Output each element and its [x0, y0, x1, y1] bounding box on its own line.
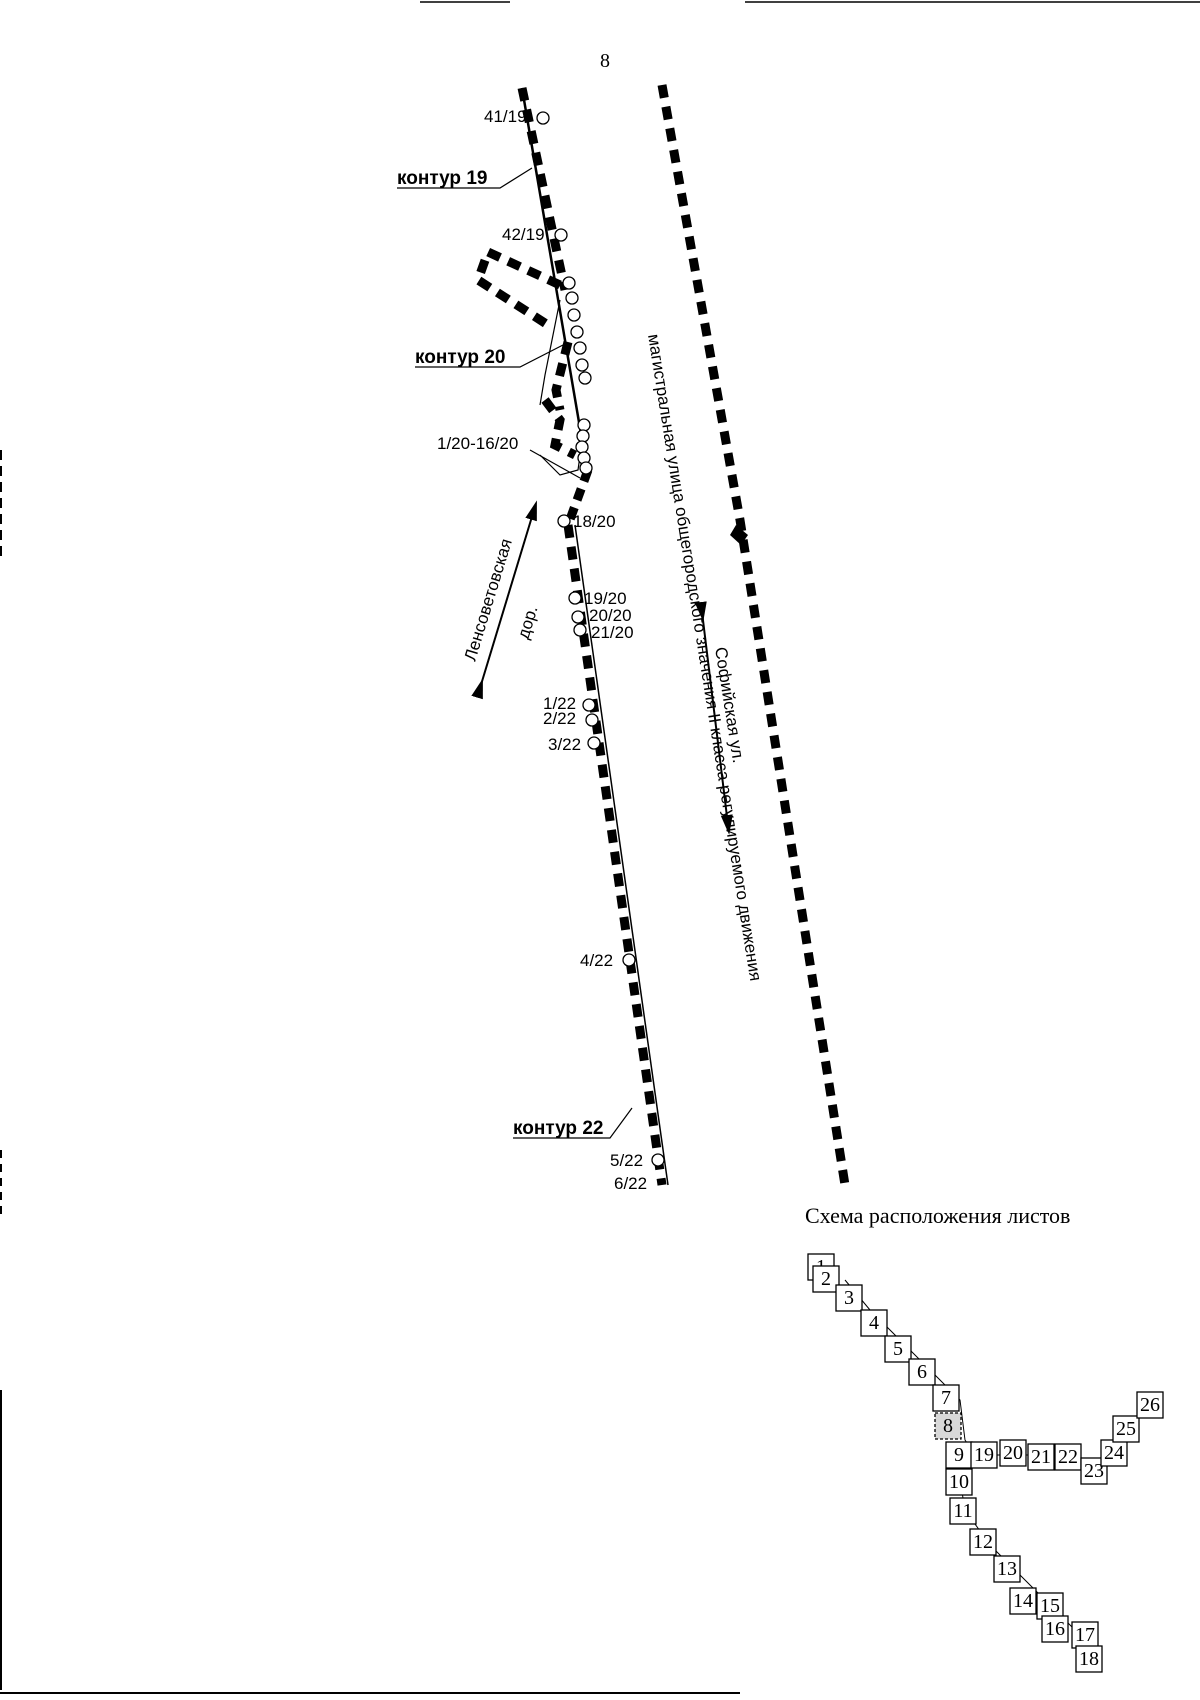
sheet-box-label: 20	[1003, 1442, 1023, 1464]
sheet-box: 18	[1075, 1645, 1103, 1673]
street-labels: Ленсоветовская дор. Софийская ул. магист…	[461, 333, 766, 983]
sheet-box-label: 7	[941, 1387, 951, 1409]
contour-label-19: контур 19	[397, 168, 487, 189]
road-boundary-right	[657, 84, 850, 1186]
sheet-box-label: 22	[1058, 1446, 1078, 1468]
sheet-box: 11	[949, 1497, 977, 1525]
sheet-box: 26	[1136, 1391, 1164, 1419]
sheet-box-label: 24	[1104, 1442, 1124, 1464]
sheet-box: 15	[1036, 1592, 1064, 1620]
sheet-box: 19	[970, 1441, 998, 1469]
sheet-box: 9	[945, 1441, 973, 1469]
sheet-box: 5	[884, 1335, 912, 1363]
point-label-6-22: 6/22	[614, 1174, 647, 1193]
point-label-5-22: 5/22	[610, 1151, 643, 1170]
point-label-1-22: 1/22	[543, 694, 576, 713]
sheet-box-label: 10	[949, 1471, 969, 1493]
sheet-box-label: 17	[1075, 1624, 1095, 1646]
sheet-box-label: 14	[1013, 1590, 1033, 1612]
sheet-box: 24	[1100, 1439, 1128, 1467]
sheet-box: 3	[835, 1284, 863, 1312]
sheet-box-label: 9	[954, 1444, 964, 1466]
point-label-41-19: 41/19	[484, 107, 527, 126]
survey-points	[536, 111, 665, 1167]
sheet-box-label: 21	[1031, 1446, 1051, 1468]
sheet-box-label: 15	[1040, 1595, 1060, 1617]
sheet-box-label: 16	[1045, 1618, 1065, 1640]
sheet-box-label: 3	[844, 1287, 854, 1309]
sheet-box-label: 4	[869, 1312, 879, 1334]
sheet-scheme: 1234567891011121314151617181920212223242…	[807, 1253, 1164, 1673]
direction-arrow-lensovetovskaya	[471, 500, 537, 700]
sheet-box: 12	[969, 1528, 997, 1556]
street-label-lensovetovskaya-dor: дор.	[514, 604, 542, 642]
sheet-box-label: 19	[974, 1444, 994, 1466]
point-label-2-22: 2/22	[543, 709, 576, 728]
sheet-box-label: 8	[943, 1415, 953, 1437]
contour-19-boundary	[517, 87, 570, 291]
sheet-box: 22	[1054, 1443, 1082, 1471]
sheet-box-label: 13	[997, 1558, 1017, 1580]
sheet-scheme-title: Схема расположения листов	[805, 1203, 1071, 1228]
point-label-19-20: 19/20	[584, 589, 627, 608]
direction-arrow-sofiyskaya	[694, 601, 733, 835]
contour-labels: контур 19 контур 20 контур 22	[397, 167, 633, 1139]
sheet-box: 25	[1112, 1415, 1140, 1443]
contour-20-boundary	[472, 245, 593, 527]
point-label-4-22: 4/22	[580, 951, 613, 970]
sheet-box: 6	[908, 1358, 936, 1386]
sheet-box-label: 23	[1084, 1460, 1104, 1482]
sheet-box: 20	[999, 1439, 1027, 1467]
point-labels: 41/19 42/19 1/20-16/20 18/20 19/20 20/20…	[437, 107, 647, 1193]
contour-label-22: контур 22	[513, 1118, 603, 1139]
point-label-21-20: 21/20	[591, 623, 634, 642]
point-label-20-20: 20/20	[589, 606, 632, 625]
sheet-box-label: 11	[953, 1500, 972, 1522]
sheet-box-label: 2	[821, 1268, 831, 1290]
sheet-box: 4	[860, 1309, 888, 1337]
sheet-box: 21	[1027, 1443, 1055, 1471]
sheet-box-label: 25	[1116, 1418, 1136, 1440]
sheet-box: 7	[932, 1384, 960, 1412]
sheet-box: 10	[945, 1468, 973, 1496]
sheet-box-label: 18	[1079, 1648, 1099, 1670]
point-label-42-19: 42/19	[502, 225, 545, 244]
sheet-box: 13	[993, 1555, 1021, 1583]
contour-label-20: контур 20	[415, 347, 505, 368]
sheet-box-label: 12	[973, 1531, 993, 1553]
sheet-box-label: 26	[1140, 1394, 1160, 1416]
sheet-box-label: 5	[893, 1338, 903, 1360]
sheet-box: 16	[1041, 1615, 1069, 1643]
sheet-box: 14	[1009, 1587, 1037, 1615]
street-label-magistral: магистральная улица общегородского значе…	[644, 333, 765, 983]
sheet-box-label: 6	[917, 1361, 927, 1383]
sheet-box: 8	[934, 1412, 962, 1440]
page-number: 8	[600, 50, 610, 72]
sheet-box: 2	[812, 1265, 840, 1293]
point-label-18-20: 18/20	[573, 512, 616, 531]
point-label-3-22: 3/22	[548, 735, 581, 754]
point-label-1-16-20: 1/20-16/20	[437, 434, 518, 453]
sheet-box: 17	[1071, 1621, 1099, 1649]
